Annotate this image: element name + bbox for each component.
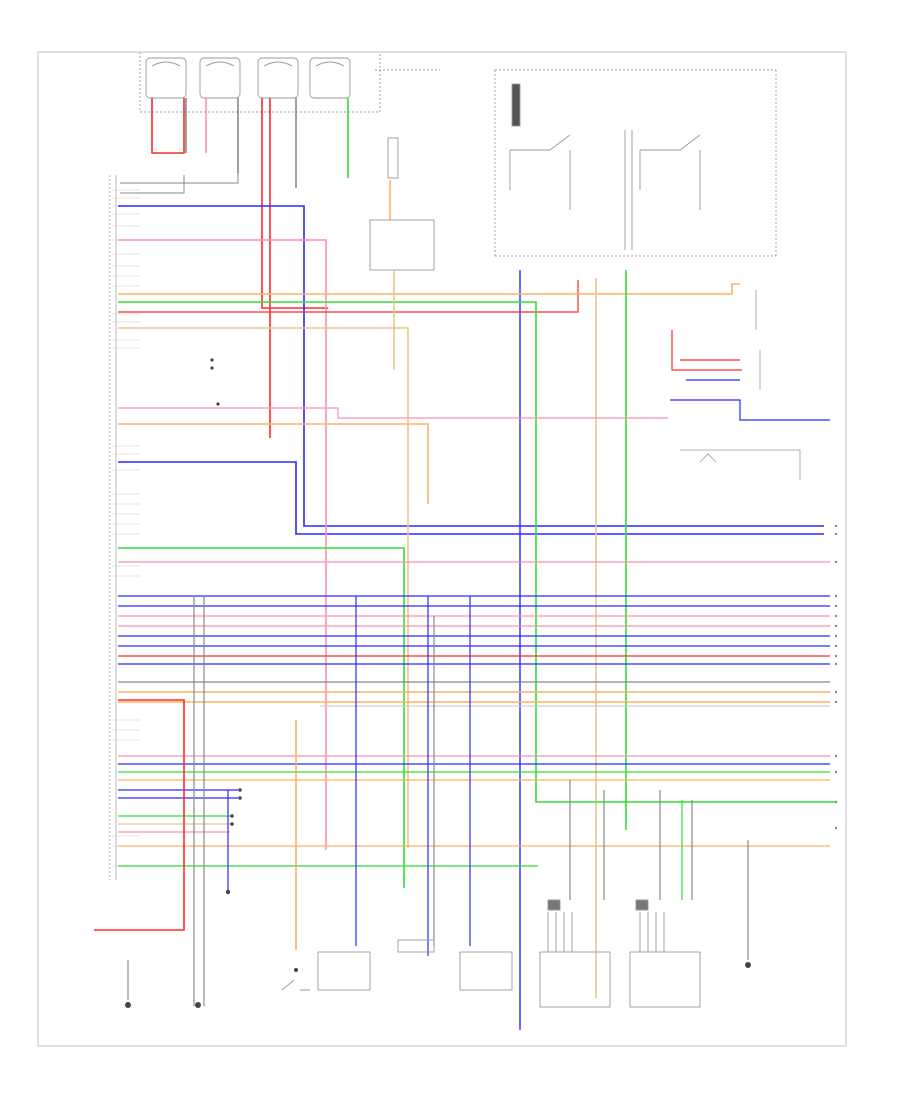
sensor-right [745, 962, 751, 968]
module-2-box [199, 57, 241, 99]
wire [118, 283, 740, 295]
wire [118, 423, 429, 504]
wires [94, 98, 836, 1030]
wire [261, 98, 328, 309]
sensor-a [195, 1002, 201, 1008]
wire [118, 407, 668, 419]
wire [118, 239, 327, 850]
relay-box-2 [459, 951, 513, 991]
ecu-connector [109, 175, 117, 880]
ground-symbols [125, 889, 751, 1008]
module-3-box [257, 57, 299, 99]
top-modules [139, 52, 381, 113]
connector-bundle [397, 939, 435, 953]
right-edge-terminals [834, 524, 838, 830]
wire [118, 547, 405, 888]
relay-box-1 [317, 951, 371, 991]
wire [118, 280, 579, 313]
wire [120, 175, 185, 194]
wire [118, 205, 824, 527]
ignition-coil-1 [539, 951, 611, 1008]
wire [118, 461, 824, 535]
pin-ticks [112, 189, 140, 867]
condenser-icon [511, 83, 521, 127]
diagram-frame [37, 51, 847, 1047]
wire [670, 399, 830, 421]
wire [118, 327, 409, 848]
wire [94, 699, 185, 931]
wire [120, 173, 239, 184]
right-relay-cluster [680, 290, 801, 480]
wire [118, 301, 836, 803]
junction-dots [210, 358, 242, 826]
wire [151, 98, 185, 154]
ignition-coil-2 [629, 951, 701, 1008]
switch-b [281, 979, 310, 991]
bottom-components [281, 899, 701, 1008]
module-1-box [145, 57, 187, 99]
top-relay-area [369, 69, 777, 271]
sensor-left [125, 1002, 131, 1008]
wire [671, 330, 742, 371]
module-4-box [309, 57, 351, 99]
